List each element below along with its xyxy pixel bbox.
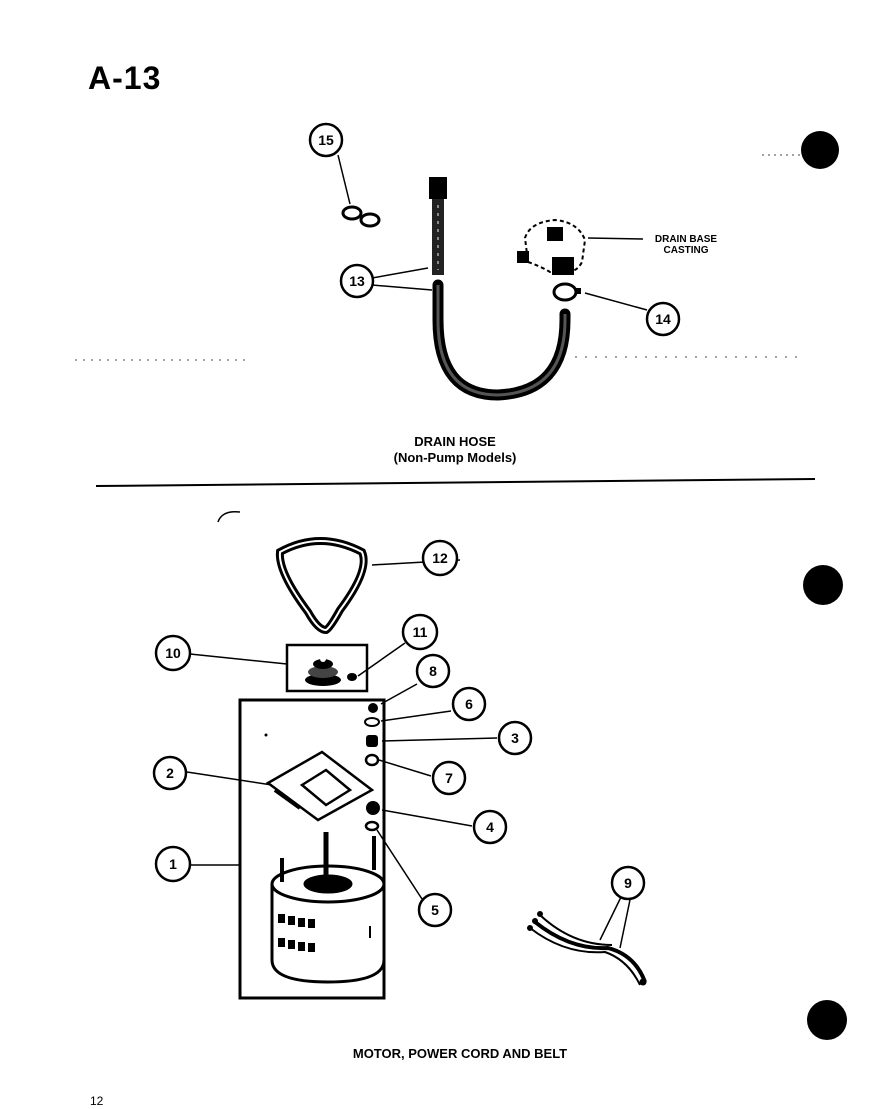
washer-part-5 xyxy=(364,820,380,832)
callout-14: 14 xyxy=(645,301,681,337)
callout-4: 4 xyxy=(472,809,508,845)
callout-15: 15 xyxy=(308,122,344,158)
mounting-plate-part-2 xyxy=(265,750,375,822)
motor-section-caption: MOTOR, POWER CORD AND BELT xyxy=(352,1046,568,1061)
svg-text:1: 1 xyxy=(169,856,177,872)
stray-mark xyxy=(217,510,241,523)
callout-11: 11 xyxy=(401,613,439,651)
drain-base-label-line2: CASTING xyxy=(663,245,709,256)
drain-base-casting xyxy=(517,218,587,275)
svg-text:5: 5 xyxy=(431,902,439,918)
motor-part-1 xyxy=(270,832,386,984)
svg-text:2: 2 xyxy=(166,765,174,781)
svg-text:11: 11 xyxy=(413,624,428,640)
drain-hose-title: DRAIN HOSE xyxy=(414,434,496,449)
callout-2: 2 xyxy=(152,755,188,791)
svg-text:10: 10 xyxy=(165,645,181,661)
grommet-part-3 xyxy=(366,735,378,747)
section-divider xyxy=(95,478,816,487)
callout-10: 10 xyxy=(154,634,192,672)
set-screw-part-11 xyxy=(347,673,357,681)
svg-text:12: 12 xyxy=(432,550,448,566)
callout-13: 13 xyxy=(339,263,375,299)
motor-leaders xyxy=(186,559,632,949)
svg-text:13: 13 xyxy=(349,273,365,289)
svg-text:7: 7 xyxy=(445,770,453,786)
washer-part-6 xyxy=(364,717,380,727)
hardware-stack xyxy=(364,703,380,832)
svg-text:6: 6 xyxy=(465,696,473,712)
belt-part-12 xyxy=(275,537,368,635)
nut-part-8 xyxy=(368,703,378,713)
callout-9: 9 xyxy=(610,865,646,901)
drain-hose-subtitle: (Non-Pump Models) xyxy=(393,450,517,465)
drain-base-casting-label: DRAIN BASE CASTING xyxy=(640,234,732,256)
svg-text:14: 14 xyxy=(655,311,671,327)
callout-1: 1 xyxy=(154,845,192,883)
drain-leaders xyxy=(337,154,648,311)
svg-text:4: 4 xyxy=(486,819,494,835)
washer-part-15 xyxy=(341,205,381,228)
callout-3: 3 xyxy=(497,720,533,756)
callout-8: 8 xyxy=(415,653,451,689)
drain-hose-caption: DRAIN HOSE (Non-Pump Models) xyxy=(340,434,570,466)
svg-text:3: 3 xyxy=(511,730,519,746)
grommet-part-4 xyxy=(366,801,380,815)
callout-5: 5 xyxy=(417,892,453,928)
spacer-part-7 xyxy=(364,753,380,767)
hose-clamp-part-14 xyxy=(552,282,581,302)
callout-6: 6 xyxy=(451,686,487,722)
binder-hole-2 xyxy=(803,565,843,605)
callout-12: 12 xyxy=(421,539,459,577)
svg-text:8: 8 xyxy=(429,663,437,679)
motor-enclosure-box xyxy=(238,698,386,1000)
svg-text:15: 15 xyxy=(318,132,334,148)
svg-text:9: 9 xyxy=(624,875,632,891)
enclosure-dot xyxy=(264,733,268,737)
binder-hole-3 xyxy=(807,1000,847,1040)
power-cord-part-9 xyxy=(527,911,647,986)
page-number: 12 xyxy=(90,1094,104,1108)
page-label: A-13 xyxy=(88,60,162,96)
binder-hole-1 xyxy=(801,131,839,169)
pulley-box-part-10 xyxy=(285,643,369,693)
scan-noise xyxy=(75,154,800,361)
drain-base-label-line1: DRAIN BASE xyxy=(654,234,718,245)
drain-hose-part-13 xyxy=(429,177,571,401)
callout-7: 7 xyxy=(431,760,467,796)
